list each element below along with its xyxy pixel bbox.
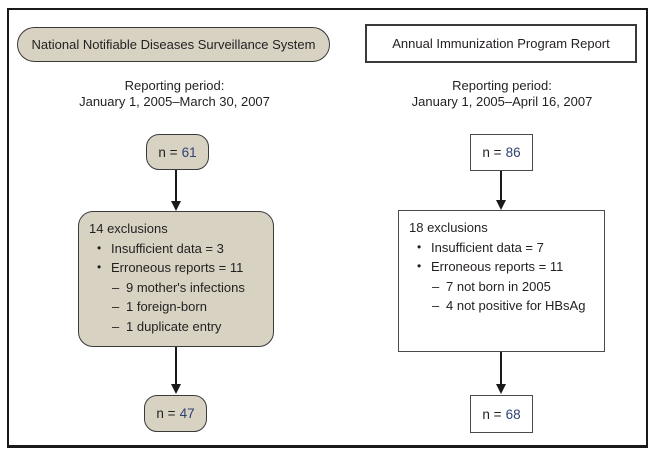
exclusions-title: 18 exclusions <box>409 220 488 235</box>
exclusions-title: 14 exclusions <box>89 221 168 236</box>
aipr-arrow-top <box>495 171 507 210</box>
exclusion-item-text: Erroneous reports = 11 <box>431 259 564 274</box>
arrow-head-icon <box>496 384 506 394</box>
nndss-reporting-period-label: Reporting period: <box>124 78 225 93</box>
arrow-shaft <box>499 171 503 200</box>
aipr-exclusions-box: 18 exclusions • Insufficient data = 7 • … <box>398 210 605 352</box>
exclusion-item-text: 4 not positive for HBsAg <box>446 298 586 313</box>
n-value: 47 <box>179 406 195 421</box>
aipr-reporting-period-label: Reporting period: <box>452 78 552 93</box>
n-value: 68 <box>505 406 521 422</box>
exclusion-item-text: 7 not born in 2005 <box>446 278 551 294</box>
exclusion-item-text: 1 foreign-born <box>126 299 207 314</box>
n-label: n = <box>158 144 178 160</box>
exclusion-item: • Erroneous reports = 11 <box>417 257 598 277</box>
aipr-initial-count-box: n =86 <box>470 134 533 171</box>
dash-icon: – <box>112 299 120 314</box>
exclusion-item-text: Insufficient data = 3 <box>111 240 224 256</box>
dash-icon: – <box>432 298 440 313</box>
exclusion-item-text: Insufficient data = 7 <box>431 239 544 255</box>
aipr-reporting-period-dates: January 1, 2005–April 16, 2007 <box>411 93 593 109</box>
n-label: n = <box>482 145 502 160</box>
exclusion-item: • Insufficient data = 7 <box>417 238 598 258</box>
nndss-header-box: National Notifiable Diseases Surveillanc… <box>17 27 330 62</box>
exclusion-subitem: – 9 mother's infections <box>112 278 267 298</box>
nndss-exclusions-box: 14 exclusions • Insufficient data = 3 • … <box>78 211 274 347</box>
dash-icon: – <box>112 279 120 295</box>
nndss-initial-count-box: n =61 <box>146 134 209 170</box>
n-label: n = <box>482 406 502 422</box>
bullet-icon: • <box>97 260 102 274</box>
exclusion-item-text: Erroneous reports = 11 <box>111 260 244 275</box>
nndss-arrow-top <box>170 170 182 211</box>
arrow-shaft <box>499 352 503 384</box>
bullet-icon: • <box>97 240 102 255</box>
nndss-final-count-box: n =47 <box>144 395 207 432</box>
exclusion-subitem: – 4 not positive for HBsAg <box>432 296 598 316</box>
n-value: 86 <box>505 145 521 160</box>
bullet-icon: • <box>417 239 422 254</box>
aipr-reporting-period: Reporting period: January 1, 2005–April … <box>352 78 652 109</box>
arrow-shaft <box>174 347 178 384</box>
n-value: 61 <box>181 144 197 160</box>
aipr-arrow-bottom <box>495 352 507 394</box>
bullet-icon: • <box>417 259 422 273</box>
dash-icon: – <box>432 278 440 294</box>
exclusion-item: • Insufficient data = 3 <box>97 239 267 259</box>
exclusion-item-text: 9 mother's infections <box>126 279 245 295</box>
arrow-head-icon <box>496 200 506 210</box>
exclusion-item-text: 1 duplicate entry <box>126 318 222 334</box>
nndss-arrow-bottom <box>170 347 182 394</box>
aipr-header-label: Annual Immunization Program Report <box>392 36 610 51</box>
arrow-shaft <box>174 170 178 201</box>
n-label: n = <box>156 406 176 421</box>
aipr-final-count-box: n =68 <box>470 395 533 433</box>
dash-icon: – <box>112 318 120 334</box>
nndss-reporting-period: Reporting period: January 1, 2005–March … <box>22 78 327 109</box>
exclusion-subitem: – 1 foreign-born <box>112 297 267 317</box>
nndss-header-label: National Notifiable Diseases Surveillanc… <box>31 37 316 52</box>
exclusion-subitem: – 1 duplicate entry <box>112 317 267 337</box>
exclusion-item: • Erroneous reports = 11 <box>97 258 267 278</box>
nndss-reporting-period-dates: January 1, 2005–March 30, 2007 <box>79 93 270 109</box>
exclusion-subitem: – 7 not born in 2005 <box>432 277 598 297</box>
aipr-header-box: Annual Immunization Program Report <box>365 24 637 63</box>
arrow-head-icon <box>171 384 181 394</box>
arrow-head-icon <box>171 201 181 211</box>
